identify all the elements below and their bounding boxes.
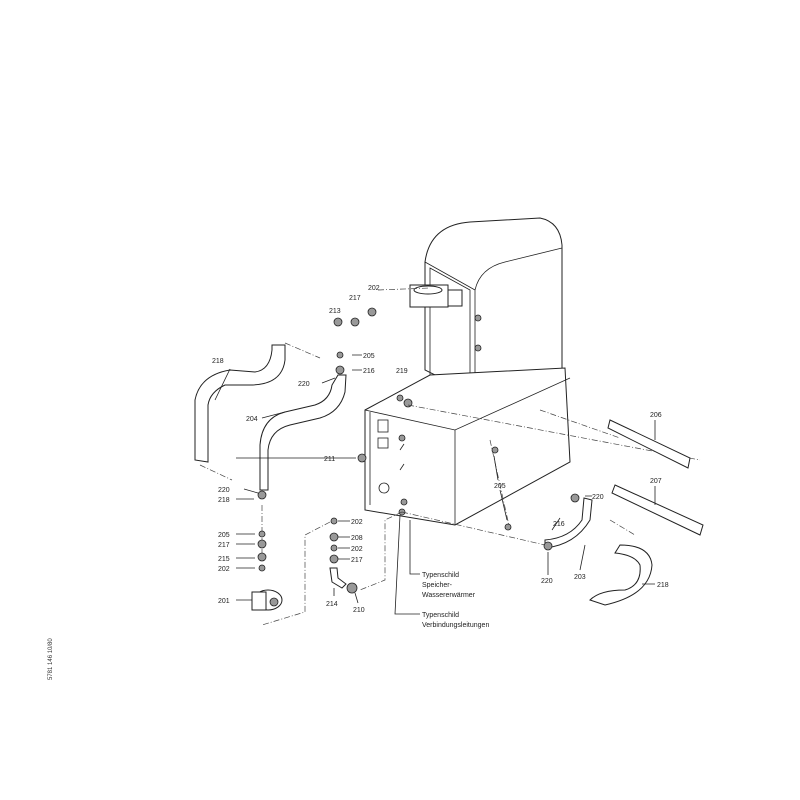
part-label: 202: [218, 566, 230, 573]
part-label: 220: [592, 494, 604, 501]
rail-206: [607, 419, 691, 469]
part-label: 220: [541, 578, 553, 585]
part-labels: 202 217 213 205 216 220 218 204 219 211 …: [212, 285, 669, 614]
fittings: [257, 307, 580, 594]
part-label: 208: [351, 535, 363, 542]
part-label: 205: [218, 532, 230, 539]
note-text: Speicher-: [422, 582, 453, 589]
part-label: 218: [218, 497, 230, 504]
note-text: Verbindungsleitungen: [422, 622, 489, 629]
rail-207: [611, 484, 704, 536]
type-plate-notes: Typenschild Speicher- Wassererwärmer Typ…: [422, 572, 489, 629]
note-text: Wassererwärmer: [422, 592, 476, 599]
part-label: 202: [368, 285, 380, 292]
part-label: 220: [298, 381, 310, 388]
note-text: Typenschild: [422, 572, 459, 579]
document-code: 5781 146 10/80: [48, 638, 54, 680]
part-label: 218: [657, 582, 669, 589]
part-label: 215: [218, 556, 230, 563]
part-label: 211: [324, 456, 335, 463]
part-label: 202: [351, 546, 363, 553]
pump-201: [251, 589, 283, 611]
part-label: 203: [574, 574, 586, 581]
pipe-204: [259, 374, 347, 491]
part-label: 204: [246, 416, 258, 423]
note-text: Typenschild: [422, 612, 459, 619]
part-label: 219: [396, 368, 408, 375]
part-label: 220: [218, 487, 230, 494]
part-label: 213: [329, 308, 341, 315]
part-label: 214: [326, 601, 338, 608]
part-label: 206: [650, 412, 662, 419]
part-label: 207: [650, 478, 662, 485]
part-label: 216: [363, 368, 375, 375]
storage-tank: [357, 367, 571, 526]
hose-218-left: [194, 344, 286, 463]
part-label: 210: [353, 607, 365, 614]
part-label: 217: [218, 542, 230, 549]
part-label: 205: [494, 483, 506, 490]
part-label: 205: [363, 353, 375, 360]
part-label: 217: [349, 295, 361, 302]
hose-218-right: [589, 544, 653, 606]
part-label: 216: [553, 521, 565, 528]
part-label: 201: [218, 598, 230, 605]
part-label: 218: [212, 358, 224, 365]
part-label: 217: [351, 557, 363, 564]
part-label: 202: [351, 519, 363, 526]
